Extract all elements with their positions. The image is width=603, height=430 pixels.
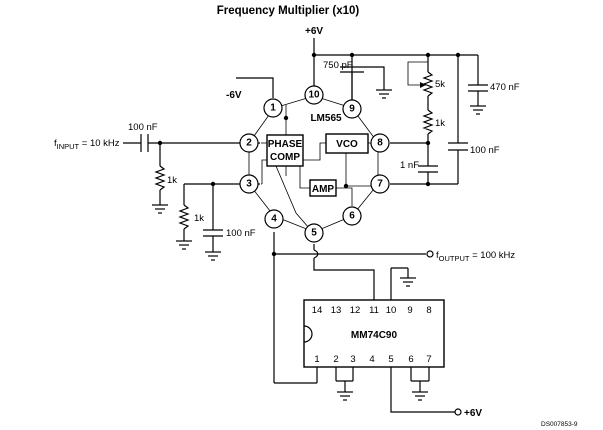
mm74c90-chip: MM74C90 14 13 12 11 10 9 8 1 2 3 4 5 6 7 bbox=[303, 299, 445, 368]
supply-pos-top-label: +6V bbox=[305, 26, 323, 37]
svg-text:fOUTPUT = 100 kHz: fOUTPUT = 100 kHz bbox=[436, 250, 515, 263]
supply-pos-bottom: +6V bbox=[454, 408, 482, 419]
svg-text:8: 8 bbox=[426, 305, 431, 316]
supply-neg-label: -6V bbox=[226, 90, 242, 101]
ground-symbol bbox=[376, 89, 392, 99]
mm74c90-top-pins: 14 13 12 11 10 9 8 bbox=[312, 305, 432, 316]
c470-label: 470 nF bbox=[490, 82, 520, 93]
mm74c90-label: MM74C90 bbox=[351, 330, 398, 341]
diagram-title: Frequency Multiplier (x10) bbox=[217, 5, 360, 17]
svg-text:5: 5 bbox=[311, 228, 317, 239]
capacitor-1nf: 1 nF bbox=[400, 160, 438, 173]
svg-text:1: 1 bbox=[314, 354, 319, 365]
svg-text:13: 13 bbox=[331, 305, 342, 316]
lm565-pin-3: 3 bbox=[239, 174, 259, 194]
capacitor-100nf-pin3: 100 nF bbox=[203, 228, 256, 239]
svg-text:14: 14 bbox=[312, 305, 323, 316]
r5k-label: 5k bbox=[435, 79, 445, 90]
output-signal: fOUTPUT = 100 kHz bbox=[426, 250, 515, 263]
wires bbox=[123, 38, 479, 413]
lm565-label: LM565 bbox=[310, 113, 342, 124]
capacitor-470nf: 470 nF bbox=[468, 82, 520, 93]
c1n-label: 1 nF bbox=[400, 160, 419, 171]
svg-text:9: 9 bbox=[407, 305, 412, 316]
svg-text:10: 10 bbox=[386, 305, 397, 316]
svg-text:8: 8 bbox=[377, 138, 383, 149]
lm565-pin-10: 10 bbox=[304, 85, 324, 105]
resistor-1k-pin3: 1k bbox=[178, 204, 204, 230]
phase-comp-block bbox=[266, 134, 304, 167]
svg-text:fINPUT = 10 kHz: fINPUT = 10 kHz bbox=[54, 138, 120, 151]
ground-symbol bbox=[412, 391, 428, 401]
svg-text:4: 4 bbox=[369, 354, 374, 365]
svg-text:3: 3 bbox=[246, 179, 252, 190]
lm565-pin-4: 4 bbox=[264, 209, 284, 229]
capacitor-100nf-input: 100 nF bbox=[128, 122, 158, 152]
r1k-input-label: 1k bbox=[167, 175, 177, 186]
lm565-pin-9: 9 bbox=[342, 99, 362, 119]
r1k-pin3-label: 1k bbox=[194, 213, 204, 224]
vco-label: VCO bbox=[336, 139, 358, 150]
ground-symbol bbox=[152, 204, 168, 214]
phase-comp-label-2: COMP bbox=[270, 152, 300, 163]
capacitor-750pf: 750 pF bbox=[323, 60, 385, 100]
ground-symbol bbox=[205, 251, 221, 261]
svg-text:10: 10 bbox=[308, 90, 320, 101]
potentiometer-5k: 5k bbox=[420, 71, 445, 97]
svg-text:1: 1 bbox=[270, 103, 276, 114]
c100n-input-label: 100 nF bbox=[128, 122, 158, 133]
svg-text:2: 2 bbox=[333, 354, 338, 365]
svg-text:11: 11 bbox=[369, 305, 379, 316]
svg-text:2: 2 bbox=[246, 138, 252, 149]
phase-comp-label-1: PHASE bbox=[268, 139, 303, 150]
svg-text:5: 5 bbox=[388, 354, 393, 365]
junction-dots bbox=[157, 52, 461, 257]
svg-text:3: 3 bbox=[350, 354, 355, 365]
ground-symbol bbox=[400, 277, 416, 287]
amp-label: AMP bbox=[312, 184, 335, 195]
mm74c90-bottom-pins: 1 2 3 4 5 6 7 bbox=[314, 354, 431, 365]
ground-symbol bbox=[470, 105, 486, 115]
svg-text:7: 7 bbox=[377, 179, 383, 190]
svg-text:12: 12 bbox=[350, 305, 361, 316]
svg-text:9: 9 bbox=[349, 104, 355, 115]
lm565-pin-8: 8 bbox=[370, 133, 390, 153]
lm565-chip: LM565 PHASE COMP VCO AMP 1 10 9 8 7 6 5 … bbox=[239, 85, 390, 243]
svg-text:7: 7 bbox=[426, 354, 431, 365]
ground-symbol bbox=[176, 240, 192, 250]
r1k-timing-label: 1k bbox=[435, 118, 445, 129]
vco-block bbox=[325, 133, 369, 154]
resistor-1k-timing: 1k bbox=[422, 109, 445, 135]
svg-text:4: 4 bbox=[271, 214, 277, 225]
lm565-pin-6: 6 bbox=[342, 206, 362, 226]
c100n-right-label: 100 nF bbox=[470, 145, 500, 156]
figure-code: DS007853-9 bbox=[541, 421, 578, 428]
svg-text:6: 6 bbox=[408, 354, 413, 365]
ground-symbol bbox=[337, 391, 353, 401]
c750-label: 750 pF bbox=[323, 60, 353, 71]
svg-text:6: 6 bbox=[349, 211, 355, 222]
svg-text:+6V: +6V bbox=[464, 408, 482, 419]
resistor-1k-input: 1k bbox=[154, 165, 177, 191]
input-signal: fINPUT = 10 kHz bbox=[54, 138, 120, 151]
lm565-pin-5: 5 bbox=[304, 223, 324, 243]
c100n-pin3-label: 100 nF bbox=[226, 228, 256, 239]
lm565-pin-2: 2 bbox=[239, 133, 259, 153]
lm565-pin-1: 1 bbox=[263, 98, 283, 118]
capacitor-100nf-right: 100 nF bbox=[448, 142, 500, 156]
amp-block bbox=[309, 179, 337, 197]
lm565-pin-7: 7 bbox=[370, 174, 390, 194]
